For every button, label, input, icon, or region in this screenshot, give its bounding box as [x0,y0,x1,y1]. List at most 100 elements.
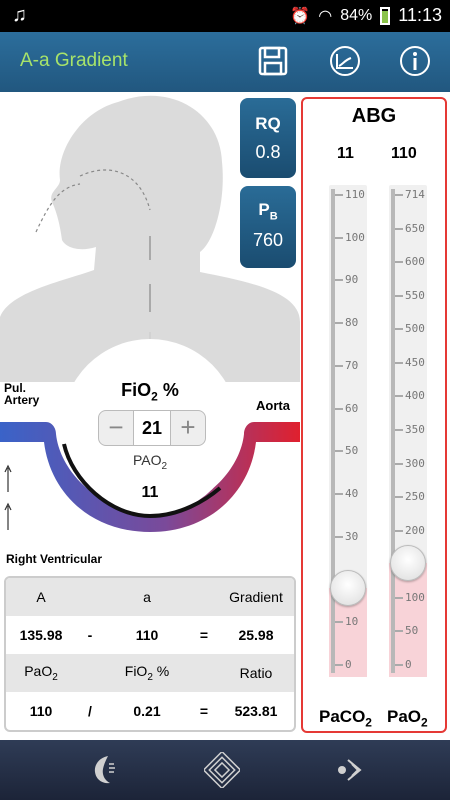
gauge-tick: 300 [395,457,425,470]
abg-panel: ABG 11 110 1101009080706050403020100 714… [301,97,447,733]
gauge-tick: 70 [335,358,361,372]
wifi-icon: ◠ [318,7,333,25]
tick-label: 300 [405,456,425,470]
gauge-tick: 714 [395,188,425,201]
header-gradient: Gradient [229,589,283,605]
divide-sign: / [88,703,92,719]
gauge-tick: 110 [335,188,365,201]
chart-icon[interactable] [328,44,362,78]
paco2-label: PaCO2 [319,707,372,730]
status-bar: ♫ ⏰ ◠ 84% 11:13 [0,0,450,32]
equals-sign: = [199,703,209,719]
rq-button[interactable]: RQ 0.8 [240,98,296,178]
tick-label: 100 [405,590,425,604]
tick-label: 90 [345,273,359,287]
arrow-target-icon[interactable] [330,752,366,788]
alarm-icon: ⏰ [290,7,311,25]
tick-label: 40 [345,487,359,501]
gauge-tick: 200 [395,524,425,537]
tick-label: 10 [345,615,359,629]
diamond-icon[interactable] [204,752,240,788]
circulation-illustration: RQ 0.8 PB 760 Pul. Artery Aorta Right Ve… [0,92,300,572]
tick-label: 60 [345,401,359,415]
tick-label: 0 [405,658,412,671]
rq-value: 0.8 [255,142,281,162]
gradient-value: 25.98 [238,627,274,643]
fio2-minus-button[interactable]: − [108,412,124,442]
paco2-value: 11 [337,145,354,162]
header-a-arterial: a [143,589,151,605]
header-ratio: Ratio [239,665,273,681]
tick-label: 80 [345,316,359,330]
pao2-slider-handle[interactable] [390,544,426,581]
battery-icon [380,6,391,25]
equals-sign: = [199,627,209,643]
page-title: A-a Gradient [20,50,128,71]
gauge-tick: 400 [395,389,425,402]
fio2-value-input[interactable]: 21 [133,411,171,445]
gauge-tick: 350 [395,423,425,436]
aorta-label: Aorta [256,398,290,413]
header-fio2: FiO2 % [124,663,170,683]
gauge-tick: 550 [395,289,425,302]
abg-title: ABG [351,105,397,127]
pao2-slider[interactable]: 7146506005505004504003503002502001501005… [389,185,427,677]
fio2-label: FiO2 % [121,380,179,404]
battery-percent: 84% [340,6,373,24]
gauge-tick: 600 [395,255,425,268]
tick-label: 110 [345,188,365,201]
header-a-alveolar: A [36,589,46,605]
tick-label: 70 [345,358,359,372]
tick-label: 600 [405,255,425,269]
pao2-table-value: 110 [29,703,53,719]
minus-sign: - [87,627,93,643]
table-row: 110 / 0.21 = 523.81 [6,692,294,730]
gauge-tick: 650 [395,222,425,235]
gauge-tick: 100 [335,231,365,244]
gauge-tick: 0 [335,658,361,671]
header-pao2: PaO2 [24,663,58,683]
right-ventricular-label: Right Ventricular [6,552,103,566]
gauge-tick: 30 [335,529,361,543]
pb-button[interactable]: PB 760 [240,186,296,268]
gauge-tick: 50 [335,444,361,458]
gauge-tick: 0 [395,658,421,671]
paco2-slider-handle[interactable] [330,570,366,606]
tick-label: 500 [405,322,425,336]
pb-label: PB [258,200,278,223]
fio2-stepper: − 21 + [98,410,206,446]
tick-label: 0 [345,658,352,671]
bottom-nav [0,740,450,800]
gauge-tick: 10 [335,615,361,629]
paco2-slider[interactable]: 1101009080706050403020100 [329,185,367,677]
fio2-plus-button[interactable]: + [180,412,196,442]
tick-label: 30 [345,529,359,543]
rq-label: RQ [255,114,281,133]
save-icon[interactable] [256,44,290,78]
tick-label: 400 [405,389,425,403]
table-row: 135.98 - 110 = 25.98 [6,616,294,654]
gauge-tick: 60 [335,401,361,415]
moon-logo-icon[interactable] [86,752,122,788]
alveolar-value: 135.98 [19,627,63,643]
pul-artery-label: Pul. Artery [4,381,40,407]
tick-label: 350 [405,423,425,436]
pao2-value: 11 [141,484,159,501]
pao2-label: PAO2 [132,452,168,472]
gauge-tick: 90 [335,273,361,287]
gauge-tick: 500 [395,322,425,335]
info-icon[interactable] [398,44,432,78]
gauge-tick: 80 [335,316,361,330]
tick-label: 650 [405,221,425,235]
music-note-icon: ♫ [12,4,27,26]
tick-label: 200 [405,523,425,537]
pao2-gauge-value: 110 [391,145,417,162]
tick-label: 50 [345,444,359,458]
gauge-tick: 50 [395,624,421,637]
pb-value: 760 [252,230,284,251]
pao2-gauge-label: PaO2 [387,707,428,730]
gauge-tick: 100 [395,591,425,604]
fio2-table-value: 0.21 [133,703,161,719]
table-row: A a Gradient [6,578,294,616]
table-row: PaO2 FiO2 % Ratio [6,654,294,692]
